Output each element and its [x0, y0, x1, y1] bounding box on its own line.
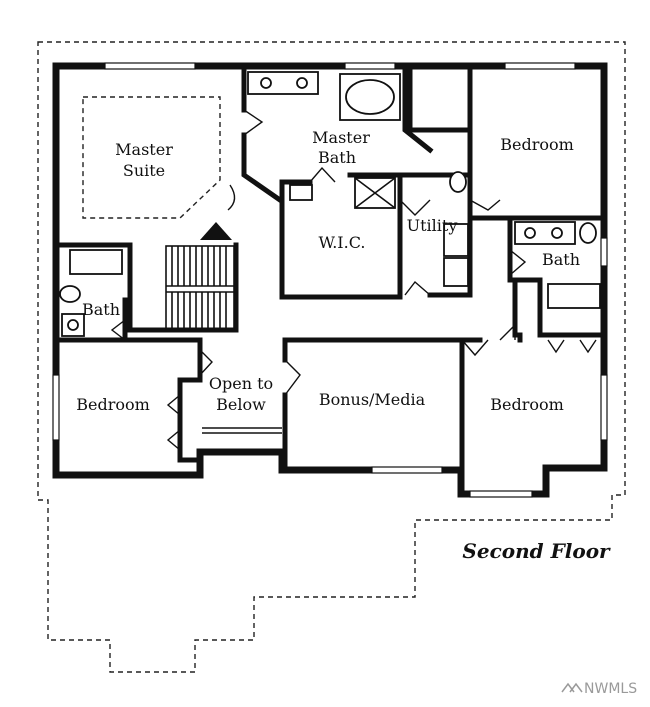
room-label-bonus-media: Bonus/Media [319, 390, 426, 409]
room-label-bath-east: Bath [542, 250, 580, 269]
room-label-master-suite-2: Suite [123, 161, 165, 180]
bath-east-fixtures [514, 221, 601, 309]
window-bonus [371, 466, 443, 474]
tray-ceiling [82, 96, 221, 219]
watermark: NWMLS [584, 681, 637, 697]
window-bath-east [600, 237, 608, 267]
master-bath-fixtures [247, 71, 401, 209]
room-label-bath-west: Bath [82, 300, 120, 319]
nwmls-logo-icon [561, 682, 583, 693]
bath-west-fixtures [59, 249, 123, 337]
room-label-open-to-below-2: Below [216, 395, 266, 414]
room-label-open-to-below: Open to [209, 374, 273, 393]
room-label-bedroom-se: Bedroom [490, 395, 564, 414]
floor-title: Second Floor [462, 539, 611, 563]
lower-floor-outline [37, 41, 626, 673]
room-label-utility: Utility [407, 216, 458, 235]
window-master-bath [344, 62, 396, 70]
utility-fixtures [443, 171, 469, 287]
window-bedroom-ne [504, 62, 576, 70]
door-swings [110, 109, 597, 451]
window-bedroom-se-south [469, 490, 533, 498]
room-label-bedroom-ne: Bedroom [500, 135, 574, 154]
room-label-bedroom-west: Bedroom [76, 395, 150, 414]
room-label-wic: W.I.C. [319, 233, 366, 252]
window-bedroom-se-east [600, 374, 608, 441]
window-master-suite [104, 62, 196, 70]
open-to-below-rail [202, 427, 282, 434]
room-label-master-bath: Master [312, 128, 370, 147]
room-label-master-bath-2: Bath [318, 148, 356, 167]
room-label-master-suite: Master [115, 140, 173, 159]
window-bedroom-west [52, 374, 60, 441]
staircase [165, 222, 235, 330]
